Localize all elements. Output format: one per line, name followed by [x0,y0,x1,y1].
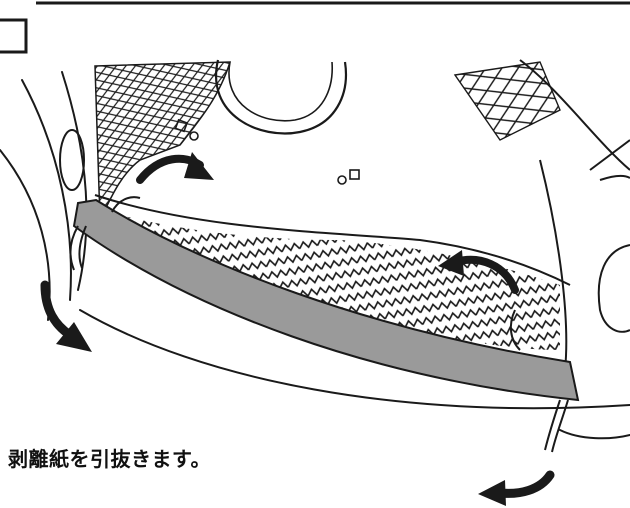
frame-border [0,1,630,54]
bumper-upper-edge [94,194,571,286]
right-grille [453,59,630,371]
left-fog-lamp [59,129,85,191]
release-paper-tails [69,196,569,453]
lower-grille-mesh [110,215,560,350]
left-grille-mesh [94,61,232,221]
right-fog-lamp [597,244,630,333]
curved-arrow-icon [136,152,214,184]
car-body-outline [0,71,630,440]
pull-arrow-icon [478,470,555,506]
emblem-opening [215,59,347,135]
curved-arrow-icon [438,250,519,294]
adhesive-tape-strip [72,198,580,402]
pull-arrow-icon [40,280,92,352]
instruction-caption: 剥離紙を引抜きます。 [8,447,211,471]
clip-marks [174,118,360,185]
